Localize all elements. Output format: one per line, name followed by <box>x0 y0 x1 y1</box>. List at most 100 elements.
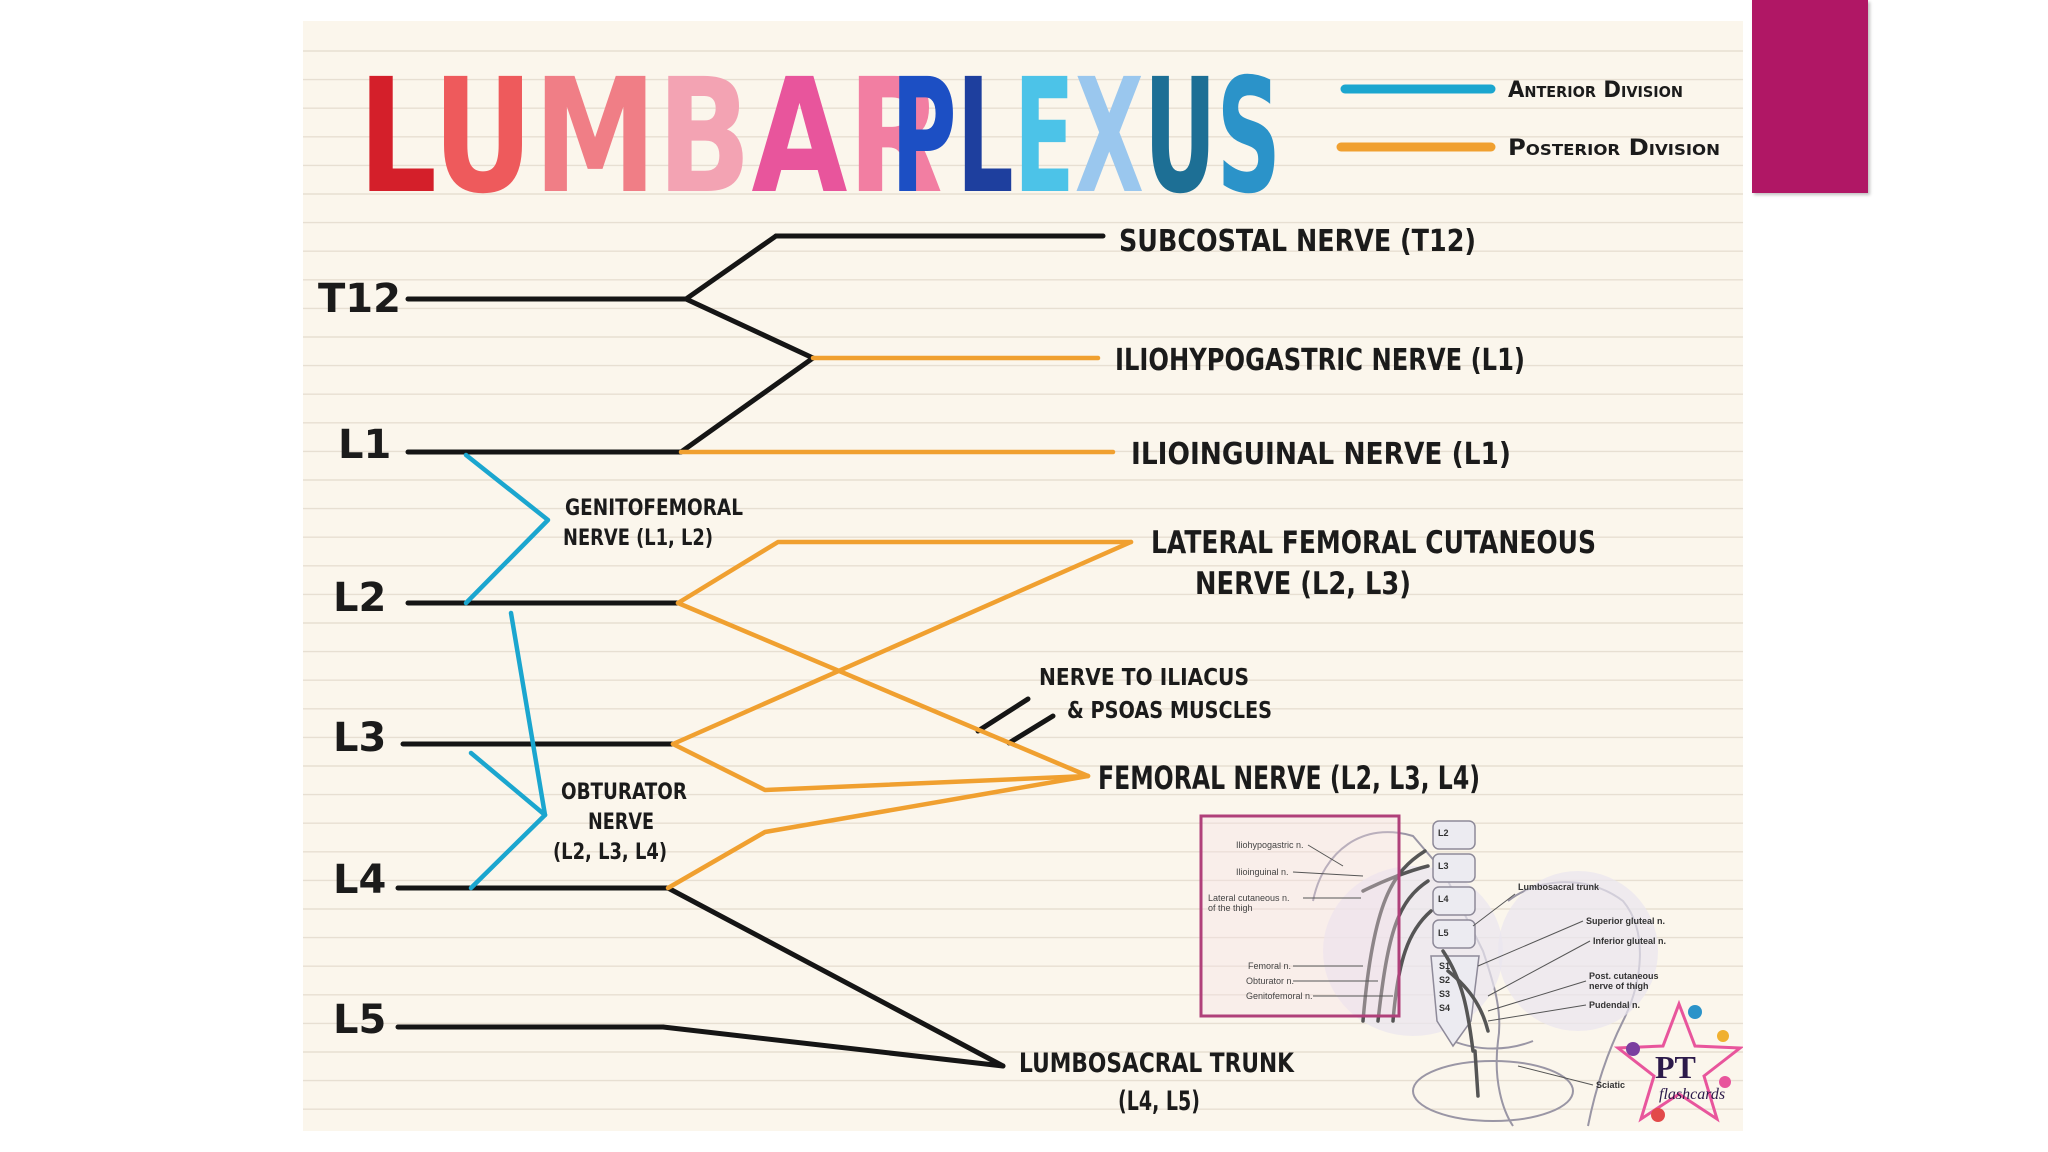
t12-to-iliohypogastric <box>683 296 816 361</box>
inset-vertebra-s3: S3 <box>1439 989 1450 999</box>
title-letter: L <box>358 45 434 229</box>
inset-vertebra-l5: L5 <box>1438 928 1449 938</box>
title-letter: U <box>433 45 534 229</box>
l5-to-lumbosacral-trunk <box>660 1024 1006 1069</box>
title-letter: L <box>957 45 1014 229</box>
title-plexus: PLEXUS <box>891 45 1281 229</box>
title-letter: P <box>891 45 957 229</box>
inset-label-nerve-of-thigh: nerve of thigh <box>1589 981 1649 991</box>
inset-vertebra-l2: L2 <box>1438 828 1449 838</box>
label-nerve-to-iliacus-2: & PSOAS MUSCLES <box>1067 698 1272 724</box>
lumbar-plexus-poster: LUMBAR PLEXUS Anterior Division Posterio… <box>303 21 1743 1131</box>
logo-flashcards: flashcards <box>1659 1086 1725 1103</box>
inset-label-lateral-cutaneous: Lateral cutaneous n. <box>1208 893 1290 903</box>
inset-right-labels: Lumbosacral trunk Superior gluteal n. In… <box>1518 882 1666 1090</box>
root-label-l1: L1 <box>338 422 391 468</box>
inset-label-superior-gluteal: Superior gluteal n. <box>1586 916 1665 926</box>
inset-leader-9 <box>1487 940 1591 997</box>
logo-dot-red <box>1651 1108 1665 1122</box>
inset-label-post-cutaneous: Post. cutaneous <box>1589 971 1659 981</box>
vertebral-column <box>1430 820 1480 1048</box>
label-obturator-2: NERVE <box>588 810 654 835</box>
legend-anterior-label: Anterior Division <box>1508 78 1683 103</box>
inset-label-genitofemoral: Genitofemoral n. <box>1246 991 1313 1001</box>
legend-posterior-label: Posterior Division <box>1508 136 1720 161</box>
label-lumbosacral-trunk-2: (L4, L5) <box>1118 1086 1200 1117</box>
inset-vertebra-labels: L2 L3 L4 L5 S1 S2 S3 S4 <box>1438 828 1450 1013</box>
inset-label-obturator: Obturator n. <box>1246 976 1294 986</box>
inset-nerve-2 <box>1376 879 1430 1023</box>
pelvis-fill-right <box>1498 871 1658 1031</box>
inset-nerve-6 <box>1446 969 1490 1033</box>
l2-to-lateral-femoral-cutaneous-upper <box>675 539 1134 606</box>
label-obturator-3: (L2, L3, L4) <box>553 840 667 865</box>
inset-label-iliohypogastric: Iliohypogastric n. <box>1236 840 1304 850</box>
root-label-t12: T12 <box>318 276 401 322</box>
logo-dot-yellow <box>1717 1030 1729 1042</box>
l1-to-iliohypogastric <box>678 355 816 455</box>
inset-label-ilioinguinal: Ilioinguinal n. <box>1236 867 1289 877</box>
sacrum <box>1430 955 1480 1048</box>
inset-nerve-3 <box>1391 909 1433 1023</box>
inset-nerve-1 <box>1361 849 1427 1023</box>
vertebra <box>1432 853 1476 883</box>
title-letter: X <box>1075 45 1144 229</box>
root-labels: T12 L1 L2 L3 L4 L5 <box>318 276 401 1043</box>
vertebra <box>1432 919 1476 949</box>
inset-label-inferior-gluteal: Inferior gluteal n. <box>1593 936 1666 946</box>
inset-left-labels: Iliohypogastric n. Ilioinguinal n. Later… <box>1208 840 1313 1001</box>
inset-nerve-7 <box>1473 1049 1480 1098</box>
inset-nerve-5 <box>1441 949 1475 1053</box>
slide-accent-bar <box>1752 0 1868 193</box>
label-obturator-1: OBTURATOR <box>561 780 687 805</box>
inset-nerves <box>1361 849 1490 1098</box>
ruled-lines <box>303 50 1743 1110</box>
label-subcostal: SUBCOSTAL NERVE (T12) <box>1119 224 1476 259</box>
root-label-l4: L4 <box>333 857 386 903</box>
pt-flashcards-logo: PT flashcards <box>1613 999 1743 1123</box>
subcostal-branch <box>683 233 779 302</box>
inset-leader-2 <box>1292 871 1364 877</box>
title: LUMBAR PLEXUS <box>358 45 1281 229</box>
inset-label-lumbosacral-trunk: Lumbosacral trunk <box>1518 882 1600 892</box>
label-nerve-to-iliacus-1: NERVE TO ILIACUS <box>1039 665 1249 691</box>
inset-highlight-frame <box>1199 814 1401 1018</box>
title-letter: M <box>533 45 656 229</box>
pubic-outline <box>1412 1060 1574 1122</box>
l3-to-femoral <box>670 741 1091 793</box>
iliacus-tick-2 <box>1006 713 1056 746</box>
genitofemoral-nerve-line <box>463 452 551 606</box>
inset-vertebra-s2: S2 <box>1439 975 1450 985</box>
title-letter: A <box>751 45 847 229</box>
label-femoral: FEMORAL NERVE (L2, L3, L4) <box>1098 759 1480 797</box>
logo-dot-blue <box>1688 1005 1702 1019</box>
l4-to-lumbosacral-trunk <box>665 885 1006 1069</box>
inset-label-of-the-thigh: of the thigh <box>1208 903 1253 913</box>
label-lateral-femoral-cutaneous-2: NERVE (L2, L3) <box>1195 566 1411 602</box>
inset-right-leaders <box>1472 893 1594 1086</box>
inset-nerve-4 <box>1361 864 1430 893</box>
inset-vertebra-l4: L4 <box>1438 894 1449 904</box>
root-and-trunk-lines <box>395 233 1106 1069</box>
label-ilioinguinal: ILIOINGUINAL NERVE (L1) <box>1131 437 1511 472</box>
inset-left-leaders <box>1292 844 1393 997</box>
label-lumbosacral-trunk-1: LUMBOSACRAL TRUNK <box>1019 1048 1295 1079</box>
inset-leader-1 <box>1307 844 1344 867</box>
root-label-l5: L5 <box>333 997 386 1043</box>
root-label-l2: L2 <box>333 575 386 621</box>
inset-leader-7 <box>1472 893 1516 927</box>
vertebra <box>1432 886 1476 916</box>
title-letter: R <box>847 45 943 229</box>
l3-to-lateral-femoral-cutaneous <box>670 539 1134 747</box>
inset-leader-11 <box>1487 1004 1587 1022</box>
inset-label-femoral: Femoral n. <box>1248 961 1291 971</box>
obturator-nerve-upper <box>508 610 548 818</box>
obturator-nerve-l4 <box>468 812 548 891</box>
title-letter: S <box>1217 45 1281 229</box>
inset-vertebra-s1: S1 <box>1439 961 1450 971</box>
inset-leader-10 <box>1487 980 1587 1012</box>
posterior-division-lines <box>665 355 1134 891</box>
inset-leader-8 <box>1477 920 1584 967</box>
inset-vertebra-s4: S4 <box>1439 1003 1450 1013</box>
legend: Anterior Division Posterior Division <box>1336 78 1720 161</box>
